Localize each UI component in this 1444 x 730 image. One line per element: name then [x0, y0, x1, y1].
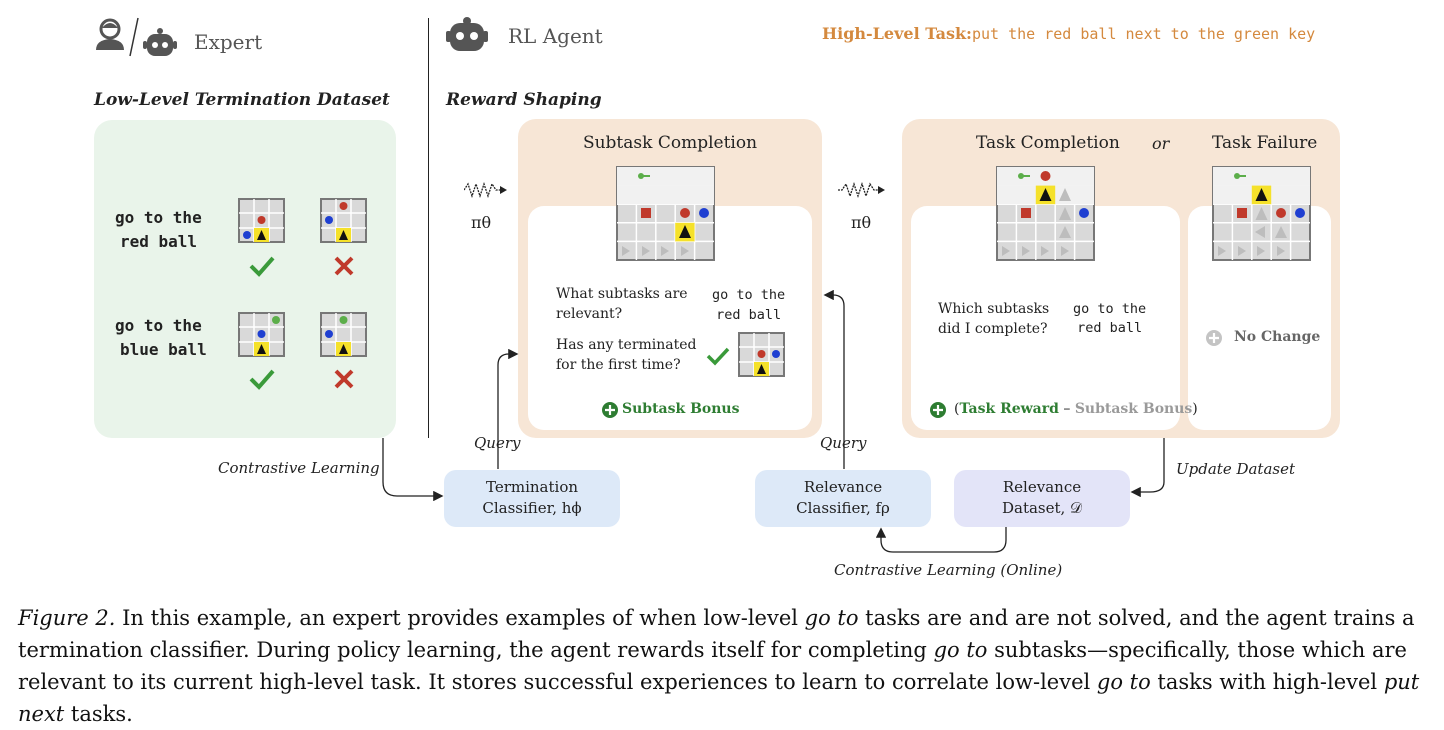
subtask-bonus-grey: Subtask Bonus — [1074, 401, 1193, 417]
cross-icon — [334, 256, 354, 276]
relevance-cls-line1: Relevance — [803, 478, 883, 496]
policy-symbol-2: πθ — [851, 213, 872, 232]
row1-instruction: go to the red ball — [115, 206, 202, 254]
subtask-answer-1: go to the red ball — [712, 285, 785, 325]
relevance-ds-line2: Dataset, 𝒟 — [1001, 499, 1083, 517]
task-q-line1: Which subtasks — [938, 301, 1050, 317]
termination-classifier-box: Termination Classifier, hϕ — [444, 470, 620, 527]
caption-text-5: tasks. — [64, 702, 133, 726]
grid-task-failure — [1212, 166, 1311, 261]
robot-icon — [143, 28, 177, 56]
termination-dataset-panel — [94, 120, 396, 438]
grid-task-complete — [996, 166, 1095, 261]
expert-person-icon — [96, 17, 139, 57]
query-label-2: Query — [820, 434, 867, 452]
q2-line2: for the first time? — [556, 357, 681, 373]
caption-ital-1: go to — [804, 606, 859, 630]
query-label-1: Query — [474, 434, 521, 452]
task-completion-title: Task Completion — [976, 133, 1120, 153]
cross-icon — [334, 369, 354, 389]
task-a-line1: go to the — [1073, 301, 1147, 317]
grid-example-2 — [320, 198, 367, 243]
task-failure-title: Task Failure — [1212, 133, 1318, 153]
policy-symbol: πθ — [471, 213, 492, 232]
termination-line2: Classifier, hϕ — [482, 499, 582, 517]
agent-label: RL Agent — [508, 24, 603, 48]
figure-caption: Figure 2. In this example, an expert pro… — [18, 602, 1428, 730]
row1-line2: red ball — [120, 232, 198, 251]
plus-circle-icon — [602, 402, 618, 418]
caption-text-2: tasks are and are not solved, and the ag… — [18, 606, 1415, 662]
left-title: Low-Level Termination Dataset — [94, 90, 390, 110]
task-reward-expression: (Task Reward – Subtask Bonus) — [954, 401, 1198, 417]
caption-ital-2: go to — [933, 638, 988, 662]
relevance-classifier-box: Relevance Classifier, fρ — [755, 470, 931, 527]
row2-line1: go to the — [115, 316, 202, 335]
no-change-label: No Change — [1234, 329, 1321, 345]
subtask-question-2: Has any terminated for the first time? — [556, 335, 697, 375]
task-a-line2: red ball — [1077, 320, 1143, 336]
connector-arrows — [382, 289, 1165, 553]
minus-sign: – — [1063, 401, 1071, 417]
squiggle-arrow-icon — [464, 181, 507, 199]
grid-example-4 — [320, 312, 367, 357]
q1-line2: relevant? — [556, 306, 623, 322]
relevance-cls-line2: Classifier, fρ — [796, 499, 890, 517]
check-icon — [706, 347, 730, 366]
row2-instruction: go to the blue ball — [115, 314, 207, 362]
q2-line1: Has any terminated — [556, 337, 697, 353]
a1-line2: red ball — [716, 307, 782, 323]
task-answer: go to the red ball — [1073, 300, 1146, 338]
robot-icon — [446, 17, 488, 51]
subtask-bonus: Subtask Bonus — [622, 401, 740, 417]
caption-text-3: subtasks—specifically, those which are r… — [18, 638, 1407, 694]
task-text: put the red ball next to the green key — [972, 25, 1316, 43]
relevance-dataset-box: Relevance Dataset, 𝒟 — [954, 470, 1130, 527]
divider — [428, 18, 429, 438]
reward-shaping-title: Reward Shaping — [446, 90, 602, 110]
caption-text-1: In this example, an expert provides exam… — [115, 606, 805, 630]
subtask-completion-title: Subtask Completion — [582, 133, 758, 153]
row2-line2: blue ball — [120, 340, 207, 359]
task-q-line2: did I complete? — [938, 321, 1048, 337]
expert-label: Expert — [194, 30, 263, 54]
online-learning-label: Contrastive Learning (Online) — [834, 561, 1063, 579]
subtask-question-1: What subtasks are relevant? — [556, 284, 688, 324]
grid-terminated — [738, 332, 785, 377]
grid-subtask-env — [616, 166, 715, 261]
a1-line1: go to the — [712, 287, 786, 303]
q1-line1: What subtasks are — [556, 286, 688, 302]
check-icon — [249, 256, 275, 277]
squiggle-arrow-icon — [838, 181, 885, 199]
caption-text-4: tasks with high-level — [1150, 670, 1384, 694]
key-icon — [638, 173, 650, 179]
grid-example-3 — [238, 312, 285, 357]
relevance-ds-line1: Relevance — [1002, 478, 1082, 496]
caption-ital-3: go to — [1096, 670, 1151, 694]
row1-line1: go to the — [115, 208, 202, 227]
contrastive-learning-label: Contrastive Learning — [218, 459, 380, 477]
task-reward-label: Task Reward — [959, 401, 1059, 417]
or-label: or — [1152, 134, 1170, 153]
task-question: Which subtasks did I complete? — [938, 299, 1049, 339]
plus-circle-icon — [1206, 330, 1222, 346]
plus-circle-icon — [930, 402, 946, 418]
update-dataset-label: Update Dataset — [1176, 460, 1296, 478]
task-prefix: High-Level Task: — [822, 24, 972, 43]
check-icon — [249, 369, 275, 390]
grid-example-1 — [238, 198, 285, 243]
caption-label: Figure 2. — [18, 606, 116, 630]
termination-line1: Termination — [485, 478, 579, 496]
